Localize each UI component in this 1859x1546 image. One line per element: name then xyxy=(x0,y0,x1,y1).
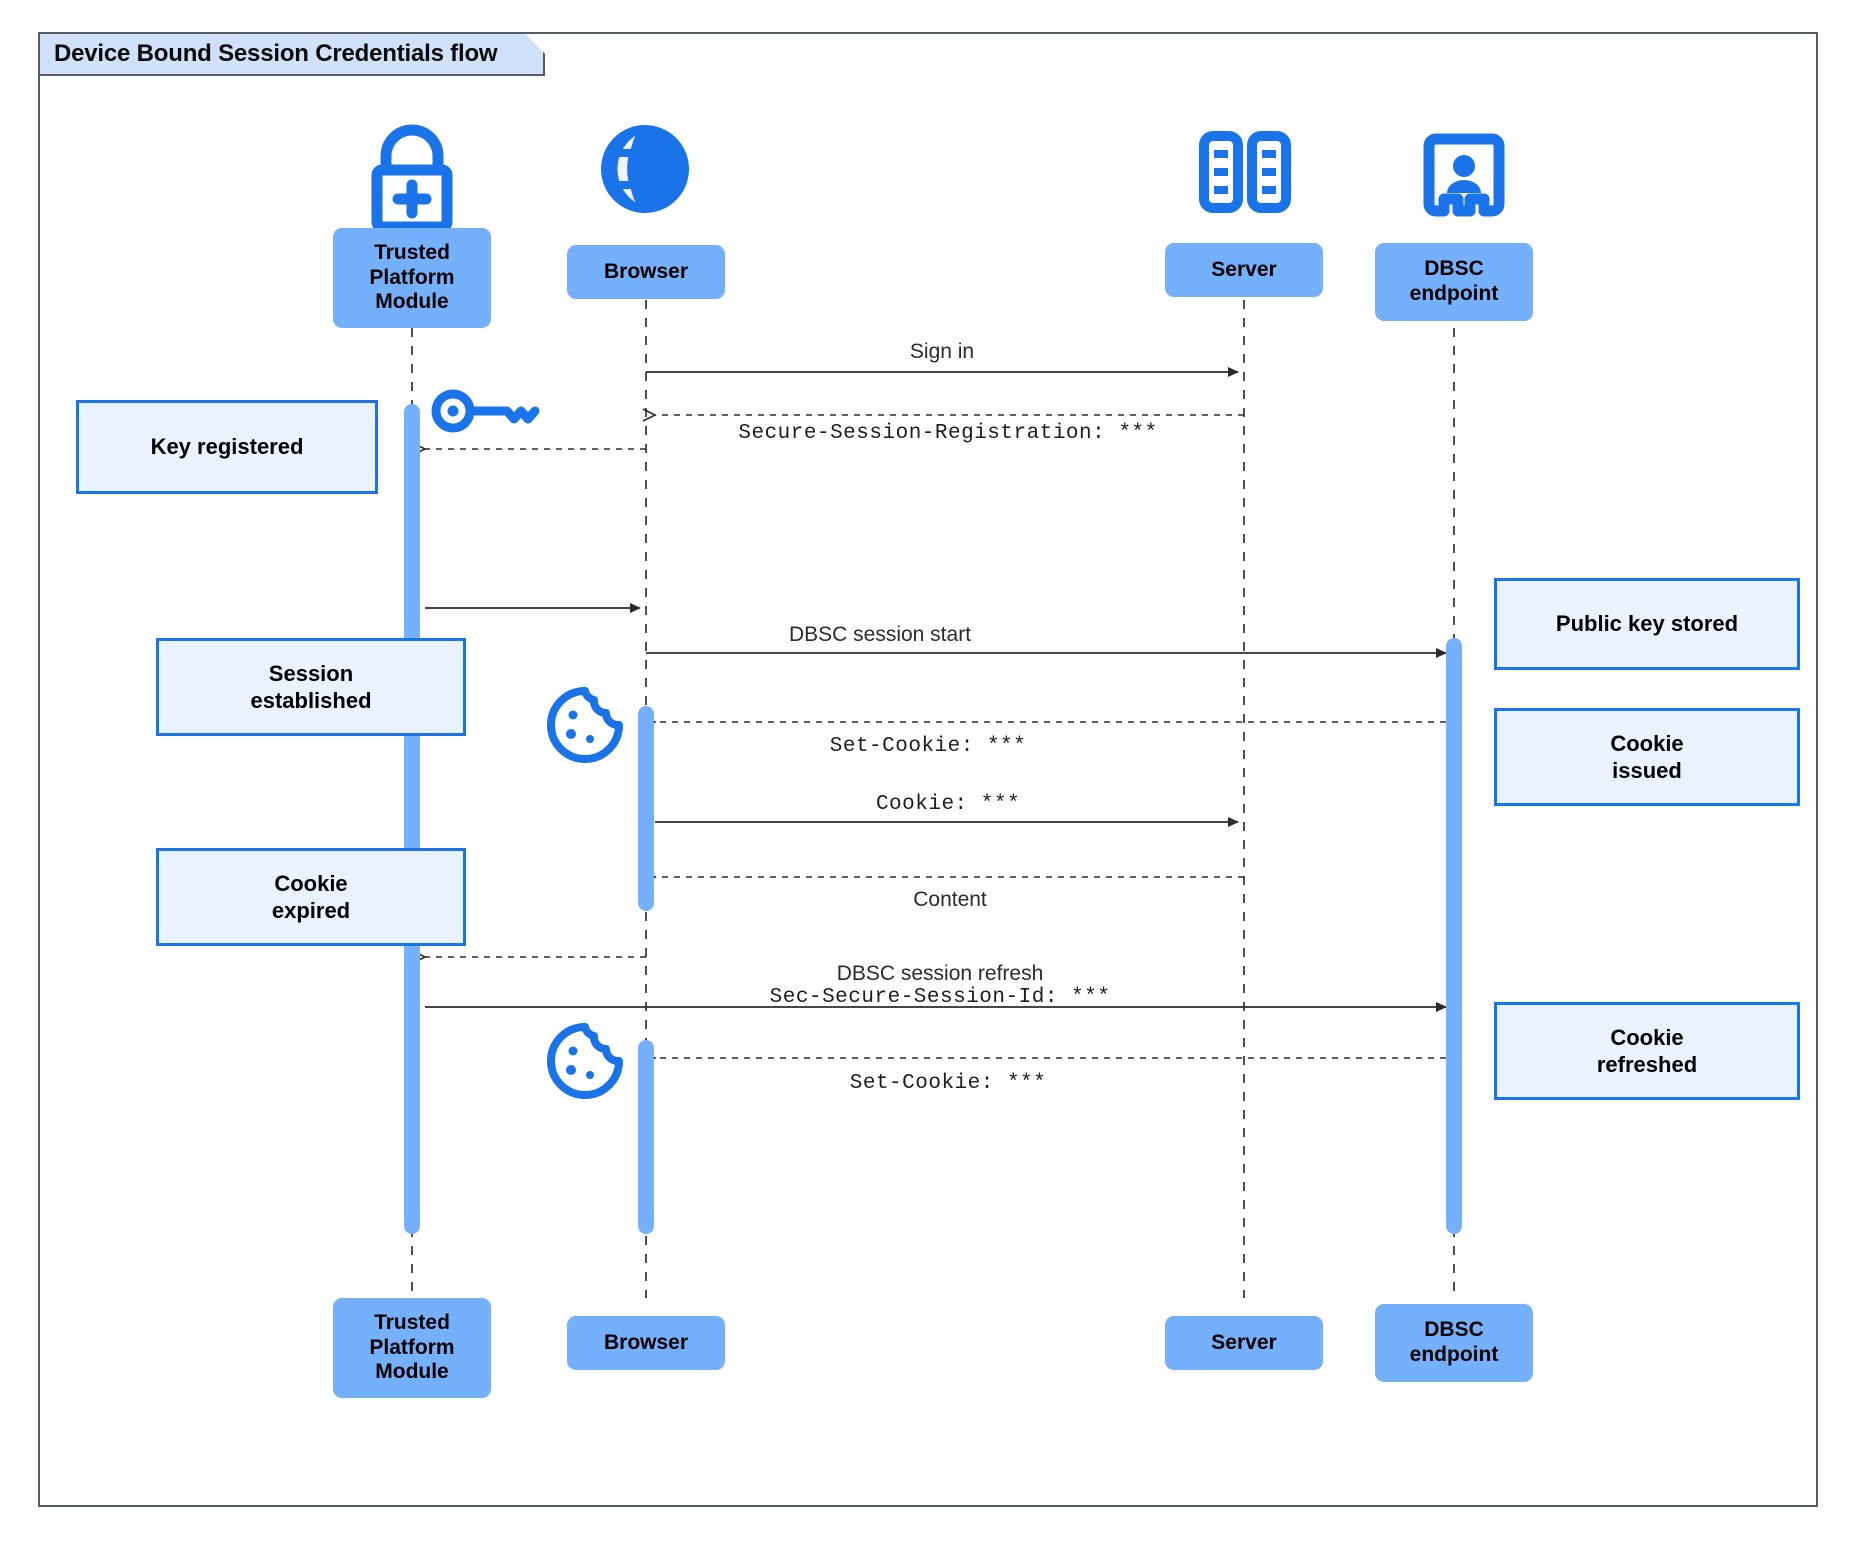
message-label-set-cookie-2: Set-Cookie: *** xyxy=(850,1072,1047,1095)
message-text: Set-Cookie: *** xyxy=(849,1072,1047,1095)
page-title: Device Bound Session Credentials flow xyxy=(54,40,498,67)
activation-bar-browser-2 xyxy=(638,1040,654,1234)
message-text-line2: Sec-Secure-Session-Id: *** xyxy=(769,986,1111,1009)
participant-label: Server xyxy=(1211,1330,1277,1354)
message-label-dbsc-session-refresh: DBSC session refresh Sec-Secure-Session-… xyxy=(770,962,1111,1009)
note-key-registered: Key registered xyxy=(76,400,378,494)
participant-label: Browser xyxy=(603,259,689,283)
message-text: Sign in xyxy=(909,340,975,363)
note-text: Cookie issued xyxy=(1610,730,1684,784)
message-text: Set-Cookie: *** xyxy=(829,735,1027,758)
message-label-secure-session-registration: Secure-Session-Registration: *** xyxy=(738,422,1157,445)
message-text-line1: DBSC session refresh xyxy=(836,962,1044,985)
participant-label: DBSC endpoint xyxy=(1409,257,1499,305)
participant-header-tpm[interactable]: Trusted Platform Module xyxy=(333,228,491,328)
participant-header-browser[interactable]: Browser xyxy=(567,245,725,299)
message-label-dbsc-session-start: DBSC session start xyxy=(789,623,971,647)
message-label-set-cookie-1: Set-Cookie: *** xyxy=(830,735,1027,758)
message-text: DBSC session start xyxy=(788,623,972,646)
message-label-cookie: Cookie: *** xyxy=(876,793,1020,816)
participant-footer-dbsc[interactable]: DBSC endpoint xyxy=(1375,1304,1533,1382)
note-text: Public key stored xyxy=(1555,611,1739,637)
note-text: Key registered xyxy=(150,434,304,460)
participant-footer-tpm[interactable]: Trusted Platform Module xyxy=(333,1298,491,1398)
note-text: Session established xyxy=(250,660,372,714)
message-text: Content xyxy=(913,888,987,911)
participant-header-server[interactable]: Server xyxy=(1165,243,1323,297)
participant-header-dbsc[interactable]: DBSC endpoint xyxy=(1375,243,1533,321)
participant-footer-server[interactable]: Server xyxy=(1165,1316,1323,1370)
message-label-sign-in: Sign in xyxy=(910,340,974,364)
participant-label: Server xyxy=(1211,257,1277,281)
participant-label: Trusted Platform Module xyxy=(369,1311,455,1384)
diagram-title-tab: Device Bound Session Credentials flow xyxy=(38,32,545,76)
participant-label: Browser xyxy=(603,1330,689,1354)
message-text: Cookie: *** xyxy=(875,793,1021,816)
message-label-content: Content xyxy=(913,888,987,912)
participant-label: Trusted Platform Module xyxy=(369,241,455,314)
note-text: Cookie expired xyxy=(271,870,351,924)
note-text: Cookie refreshed xyxy=(1596,1024,1698,1078)
note-cookie-refreshed: Cookie refreshed xyxy=(1494,1002,1800,1100)
participant-footer-browser[interactable]: Browser xyxy=(567,1316,725,1370)
note-cookie-expired: Cookie expired xyxy=(156,848,466,946)
activation-bar-tpm xyxy=(404,404,420,1234)
note-cookie-issued: Cookie issued xyxy=(1494,708,1800,806)
activation-bar-dbsc xyxy=(1446,638,1462,1234)
message-text: Secure-Session-Registration: *** xyxy=(738,422,1158,445)
activation-bar-browser-1 xyxy=(638,706,654,911)
note-session-established: Session established xyxy=(156,638,466,736)
note-public-key-stored: Public key stored xyxy=(1494,578,1800,670)
participant-label: DBSC endpoint xyxy=(1409,1318,1499,1366)
